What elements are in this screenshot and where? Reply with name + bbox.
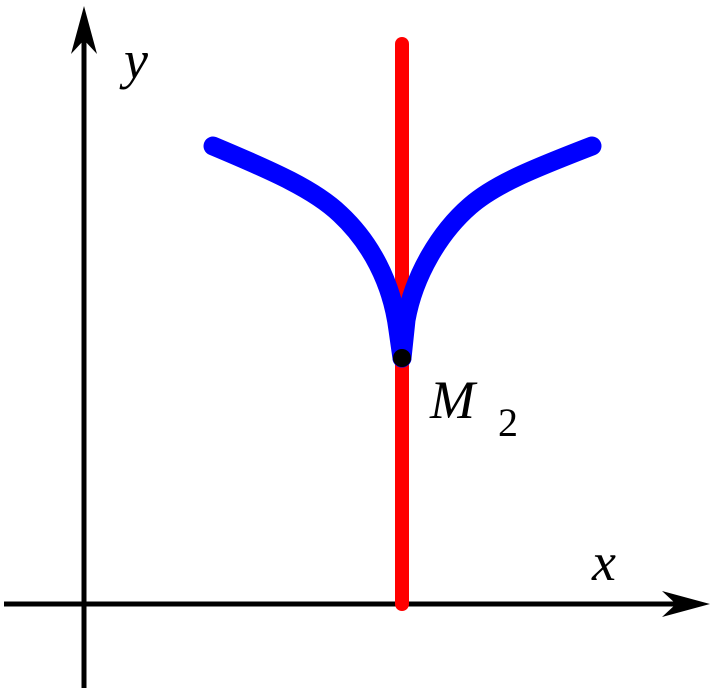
point-m2-label: M <box>429 370 478 430</box>
cusp-curve-left-branch <box>203 136 412 368</box>
point-m2 <box>393 349 411 367</box>
cusp-curve-right-branch <box>392 136 602 368</box>
x-axis-label: x <box>591 532 616 592</box>
point-m2-subscript: 2 <box>498 400 518 445</box>
y-axis-arrowhead <box>71 6 97 54</box>
y-axis-label: y <box>119 30 148 90</box>
x-axis-arrowhead <box>662 591 710 617</box>
